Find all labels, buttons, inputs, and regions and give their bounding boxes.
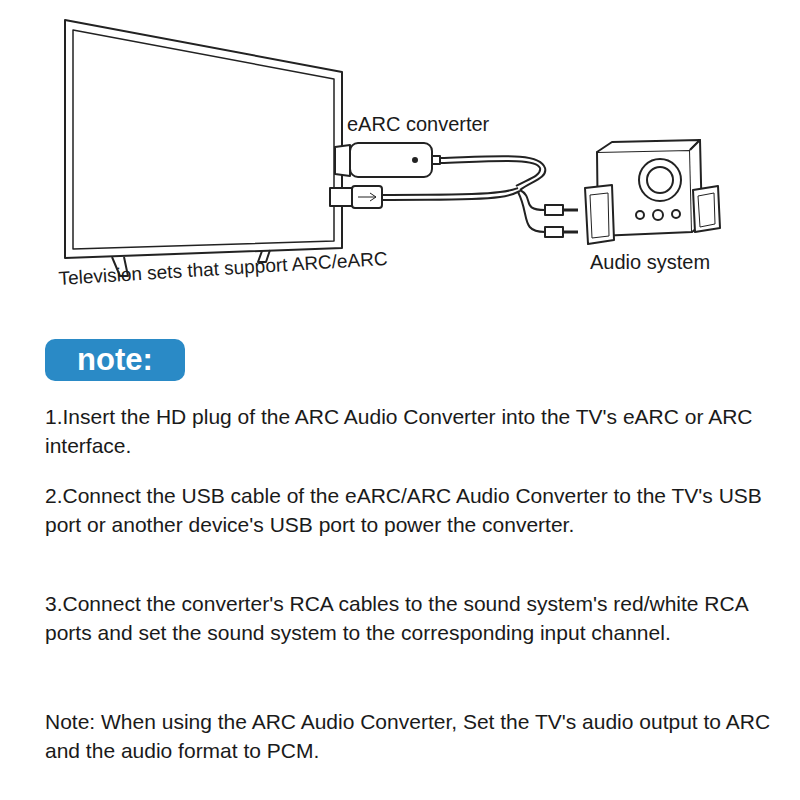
strain-relief — [432, 156, 440, 164]
cable — [382, 188, 518, 195]
knob — [672, 210, 680, 218]
note-text: 2.Connect the USB cable of the eARC/ARC … — [45, 481, 780, 539]
figure-label: Audio system — [590, 250, 710, 274]
tv-frame — [65, 20, 342, 258]
speaker-grille — [698, 193, 715, 227]
usb-body — [352, 186, 382, 208]
usb-symbol — [358, 193, 376, 201]
subwoofer-top — [597, 140, 700, 152]
knob — [636, 211, 644, 219]
note-badge: note: — [45, 339, 185, 381]
converter-body — [350, 143, 432, 177]
woofer — [639, 159, 681, 201]
figure-label: eARC converter — [347, 112, 489, 136]
rca-pin — [563, 210, 578, 232]
note-text: Note: When using the ARC Audio Converter… — [45, 707, 780, 765]
rca-plug — [545, 227, 563, 237]
tv-screen — [73, 30, 334, 249]
hdmi-plug — [335, 145, 350, 176]
satellite-speaker — [585, 185, 614, 244]
usb-plug — [330, 188, 352, 206]
note-text: 3.Connect the converter's RCA cables to … — [45, 589, 780, 647]
cable — [440, 156, 545, 190]
badge-text: note: — [77, 342, 153, 378]
speaker-grille — [590, 193, 609, 238]
woofer-cone — [647, 167, 673, 193]
rca-plug — [545, 205, 563, 215]
note-text: 1.Insert the HD plug of the ARC Audio Co… — [45, 402, 780, 460]
cable — [440, 161, 540, 186]
cable — [382, 191, 520, 200]
cable — [518, 192, 545, 232]
satellite-speaker — [693, 186, 720, 232]
knob — [653, 210, 663, 220]
led — [413, 158, 417, 162]
